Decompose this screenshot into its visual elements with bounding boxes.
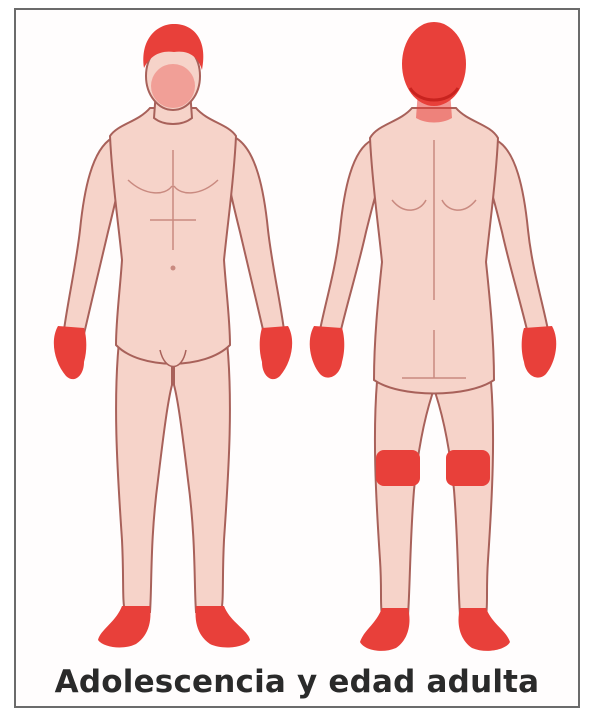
front-right-hand: [54, 326, 86, 379]
back-right-leg: [375, 370, 432, 615]
back-left-leg: [436, 370, 493, 615]
back-figure: [310, 22, 557, 651]
front-right-leg: [116, 332, 172, 612]
back-left-knee: [446, 450, 490, 486]
front-face-blush: [151, 64, 195, 108]
back-right-knee: [376, 450, 420, 486]
back-right-hand: [310, 326, 345, 378]
caption: Adolescencia y edad adulta: [0, 664, 594, 700]
front-left-leg: [174, 332, 230, 612]
back-right-arm: [320, 140, 380, 334]
back-left-foot: [459, 608, 511, 651]
back-right-foot: [360, 608, 410, 651]
front-right-foot: [98, 606, 150, 647]
front-left-hand: [260, 326, 292, 379]
front-left-arm: [228, 138, 284, 334]
back-head: [402, 22, 466, 106]
front-figure: [54, 24, 292, 647]
back-left-arm: [488, 140, 548, 334]
back-left-hand: [522, 326, 557, 378]
front-left-foot: [196, 606, 250, 647]
front-navel: [171, 266, 176, 271]
